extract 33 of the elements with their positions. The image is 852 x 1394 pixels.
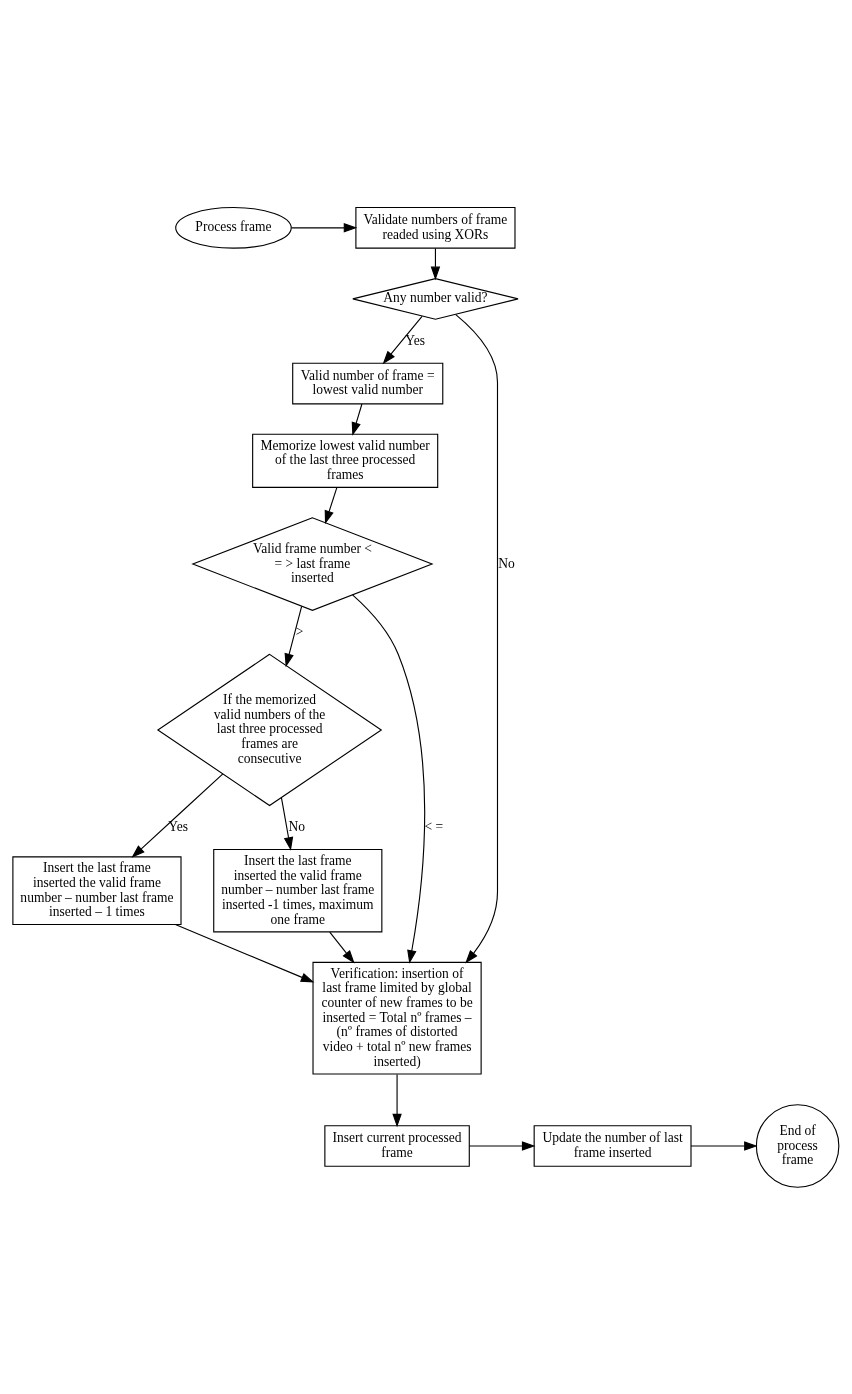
- arrow: [392, 1073, 402, 1127]
- arrow: [329, 931, 355, 964]
- node-box: Insert current processed frame: [324, 1124, 470, 1167]
- arrow: [351, 593, 426, 964]
- edge-label: No: [288, 818, 305, 834]
- arrow: [455, 313, 499, 963]
- edge-label: >: [295, 623, 304, 639]
- edge-label: Yes: [405, 332, 425, 348]
- arrow: [174, 923, 315, 983]
- edge-label: Yes: [168, 818, 189, 834]
- node-box: Update the number of last frame inserted: [533, 1124, 692, 1167]
- arrow: [430, 247, 441, 280]
- node-box: Insert the last frame inserted the valid frame number – number last frame inserted – 1 times: [12, 855, 182, 925]
- node-ellipse: Process frame: [175, 206, 292, 249]
- arrow: [468, 1140, 536, 1151]
- node-diamond: Any number valid?: [352, 277, 519, 320]
- node-diamond: Valid frame number < = > last frame inserted: [191, 516, 434, 611]
- edge-label: < =: [424, 818, 444, 834]
- node-box: Validate numbers of frame readed using XORs: [355, 206, 516, 249]
- arrow: [284, 605, 303, 667]
- arrow: [131, 772, 224, 858]
- node-box: Insert the last frame inserted the valid frame number – number last frame inserted -1 times, maximum one frame: [213, 848, 383, 932]
- arrow: [280, 796, 294, 851]
- node-box: Valid number of frame = lowest valid number: [292, 362, 444, 404]
- arrow: [690, 1140, 758, 1151]
- node-box: Memorize lowest valid number of the last three processed frames: [252, 433, 439, 488]
- arrow: [290, 222, 358, 233]
- node-circle: End of process frame: [755, 1103, 840, 1188]
- arrow: [351, 402, 363, 436]
- arrow: [382, 315, 423, 364]
- arrow: [324, 486, 338, 524]
- edge-label: No: [498, 555, 515, 571]
- node-box: Verification: insertion of last frame limited by global counter of new frames to be inserted = Total nº frames – (nº frames of distorted video + total nº new frames inserted): [312, 961, 482, 1075]
